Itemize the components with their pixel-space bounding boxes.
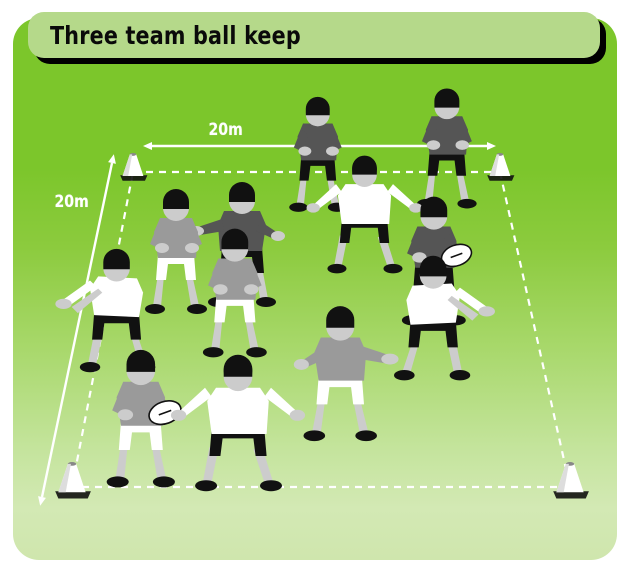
player-white-right: [394, 255, 495, 381]
player-grey-ball-bottom: [106, 349, 182, 488]
player-white-bottom: [170, 354, 306, 492]
page-title: Three team ball keep: [50, 20, 301, 50]
player-dark-top-right: [417, 88, 477, 209]
title-banner: Three team ball keep: [28, 12, 600, 58]
players-layer: [55, 88, 495, 492]
player-grey-left-upper: [145, 189, 207, 314]
player-grey-bottom-mid: [293, 306, 399, 442]
player-white-left: [55, 248, 156, 373]
cone-top-right: [487, 152, 515, 181]
cone-bottom-left: [55, 462, 91, 499]
cones-layer: [55, 152, 589, 499]
player-grey-centre: [202, 228, 267, 358]
dimension-label-horizontal: 20m: [208, 120, 243, 140]
cone-bottom-right: [553, 462, 589, 499]
player-white-top-mid: [306, 155, 423, 274]
cone-top-left: [120, 152, 148, 181]
dimension-label-vertical: 20m: [54, 192, 89, 212]
